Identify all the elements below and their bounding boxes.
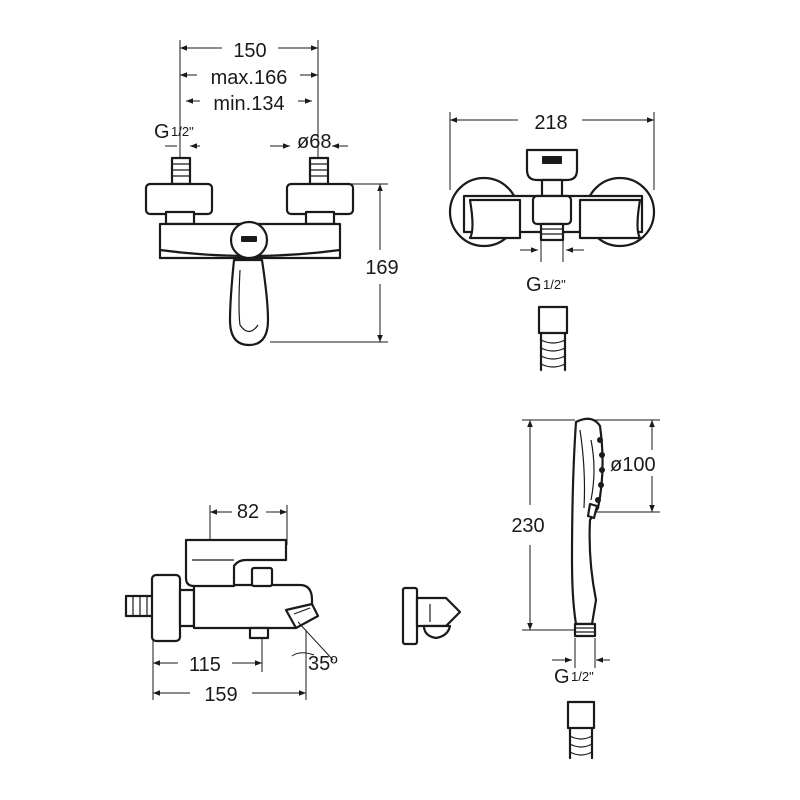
side-angle: 35º [308,653,338,675]
front-dim-min: min.134 [213,93,284,115]
top-dim-width: 218 [534,112,567,134]
shower-thread-fraction: 1/2" [571,669,594,684]
front-thread-label: G [154,121,170,143]
shower-thread-label: G [554,666,570,688]
front-dim-height: 169 [365,257,398,279]
front-dim-max: max.166 [211,67,288,89]
front-dim-diameter: ø68 [297,131,331,153]
top-thread-fraction: 1/2" [543,277,566,292]
hand-shower-view: 230 ø100 G 1/2" [511,417,660,760]
top-thread-label: G [526,274,542,296]
side-dim-159: 159 [204,684,237,706]
side-dim-115: 115 [189,654,221,676]
shower-dim-diameter: ø100 [610,454,656,476]
shower-dim-height: 230 [511,515,544,537]
front-dim-width: 150 [233,40,266,62]
side-view: 82 115 159 35º [124,501,338,706]
front-thread-fraction: 1/2" [171,124,194,139]
front-view: 150 max.166 min.134 G 1/2" ø68 169 [144,40,399,347]
wall-bracket [401,586,462,646]
side-dim-depth: 82 [237,501,259,523]
top-view: 218 G 1/2" [448,112,656,372]
